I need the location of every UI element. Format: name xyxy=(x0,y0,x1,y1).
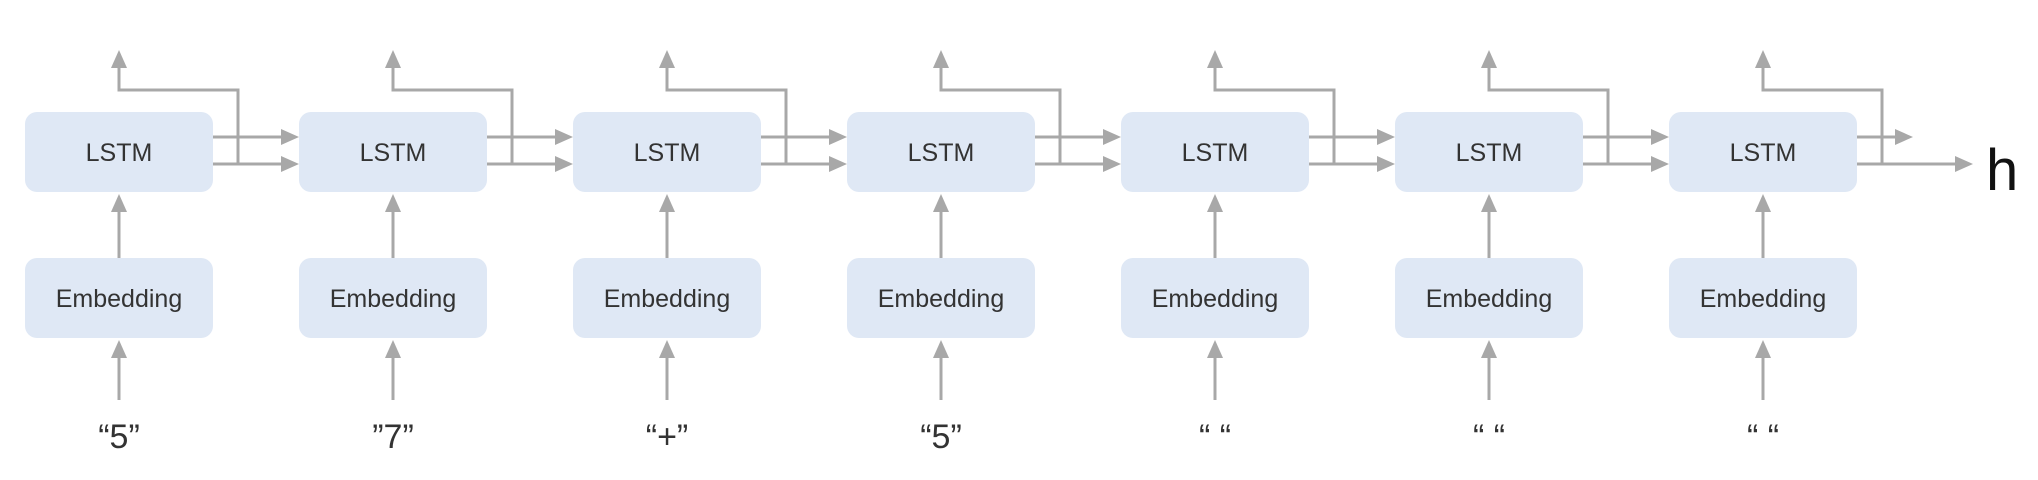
arrowhead xyxy=(1755,194,1771,212)
embedding-layer xyxy=(1395,258,1583,338)
input-token: “5” xyxy=(98,418,140,456)
arrowhead xyxy=(555,156,573,172)
embedding-layer xyxy=(847,258,1035,338)
output-arrowhead xyxy=(111,50,127,68)
lstm-cell xyxy=(847,112,1035,192)
arrowhead xyxy=(829,156,847,172)
output-loop-arrow xyxy=(391,68,514,164)
output-arrowhead xyxy=(1755,50,1771,68)
embedding-layer xyxy=(1669,258,1857,338)
lstm-cell-label: LSTM xyxy=(1730,139,1797,167)
embedding-layer-label: Embedding xyxy=(604,285,730,313)
input-token: “ “ xyxy=(1199,418,1231,456)
arrowhead xyxy=(1481,194,1497,212)
embedding-layer-label: Embedding xyxy=(1152,285,1278,313)
arrowhead xyxy=(1103,156,1121,172)
arrowhead xyxy=(1207,340,1223,358)
embedding-layer xyxy=(25,258,213,338)
embedding-layer-label: Embedding xyxy=(1426,285,1552,313)
output-arrowhead xyxy=(1481,50,1497,68)
lstm-cell-label: LSTM xyxy=(360,139,427,167)
lstm-cell xyxy=(1395,112,1583,192)
output-arrowhead xyxy=(385,50,401,68)
arrowhead xyxy=(111,194,127,212)
arrowhead xyxy=(1377,129,1395,145)
arrowhead xyxy=(1103,129,1121,145)
arrowhead xyxy=(1377,156,1395,172)
arrowhead xyxy=(385,194,401,212)
arrowhead xyxy=(1207,194,1223,212)
lstm-cell-label: LSTM xyxy=(634,139,701,167)
arrowhead xyxy=(1481,340,1497,358)
embedding-layer-label: Embedding xyxy=(878,285,1004,313)
input-token: “ “ xyxy=(1747,418,1779,456)
arrowhead xyxy=(111,340,127,358)
arrowhead xyxy=(1755,340,1771,358)
arrowhead xyxy=(933,340,949,358)
lstm-cell xyxy=(1669,112,1857,192)
lstm-cell-label: LSTM xyxy=(1456,139,1523,167)
arrowhead xyxy=(1895,129,1913,145)
nodes-layer: LSTM Embedding “5” LSTM Embedding ”7” LSTM Embe… xyxy=(25,112,1857,456)
lstm-cell-label: LSTM xyxy=(86,139,153,167)
lstm-cell-label: LSTM xyxy=(1182,139,1249,167)
arrowhead xyxy=(281,129,299,145)
output-loop-arrow xyxy=(1487,68,1610,164)
lstm-cell xyxy=(299,112,487,192)
lstm-cell xyxy=(573,112,761,192)
embedding-layer-label: Embedding xyxy=(330,285,456,313)
output-loop-arrow xyxy=(665,68,788,164)
final-hidden-state-label: h xyxy=(1986,138,2018,203)
input-token: ”7” xyxy=(372,418,414,456)
embedding-layer xyxy=(1121,258,1309,338)
arrowhead xyxy=(555,129,573,145)
input-token: “+” xyxy=(646,418,689,456)
arrowhead xyxy=(281,156,299,172)
output-loop-arrow xyxy=(1761,68,1884,164)
input-token: “ “ xyxy=(1473,418,1505,456)
arrowhead xyxy=(829,129,847,145)
embedding-layer-label: Embedding xyxy=(1700,285,1826,313)
arrows-layer xyxy=(111,50,1973,400)
lstm-cell-label: LSTM xyxy=(908,139,975,167)
output-arrowhead xyxy=(659,50,675,68)
arrowhead xyxy=(659,194,675,212)
output-loop-arrow xyxy=(939,68,1062,164)
embedding-layer xyxy=(299,258,487,338)
output-loop-arrow xyxy=(117,68,240,164)
lstm-cell xyxy=(1121,112,1309,192)
output-arrowhead xyxy=(933,50,949,68)
arrowhead xyxy=(385,340,401,358)
output-arrowhead xyxy=(1207,50,1223,68)
output-loop-arrow xyxy=(1213,68,1336,164)
input-token: “5” xyxy=(920,418,962,456)
arrowhead xyxy=(1955,156,1973,172)
arrowhead xyxy=(659,340,675,358)
lstm-cell xyxy=(25,112,213,192)
arrowhead xyxy=(1651,129,1669,145)
arrowhead xyxy=(1651,156,1669,172)
arrowhead xyxy=(933,194,949,212)
embedding-layer xyxy=(573,258,761,338)
embedding-layer-label: Embedding xyxy=(56,285,182,313)
